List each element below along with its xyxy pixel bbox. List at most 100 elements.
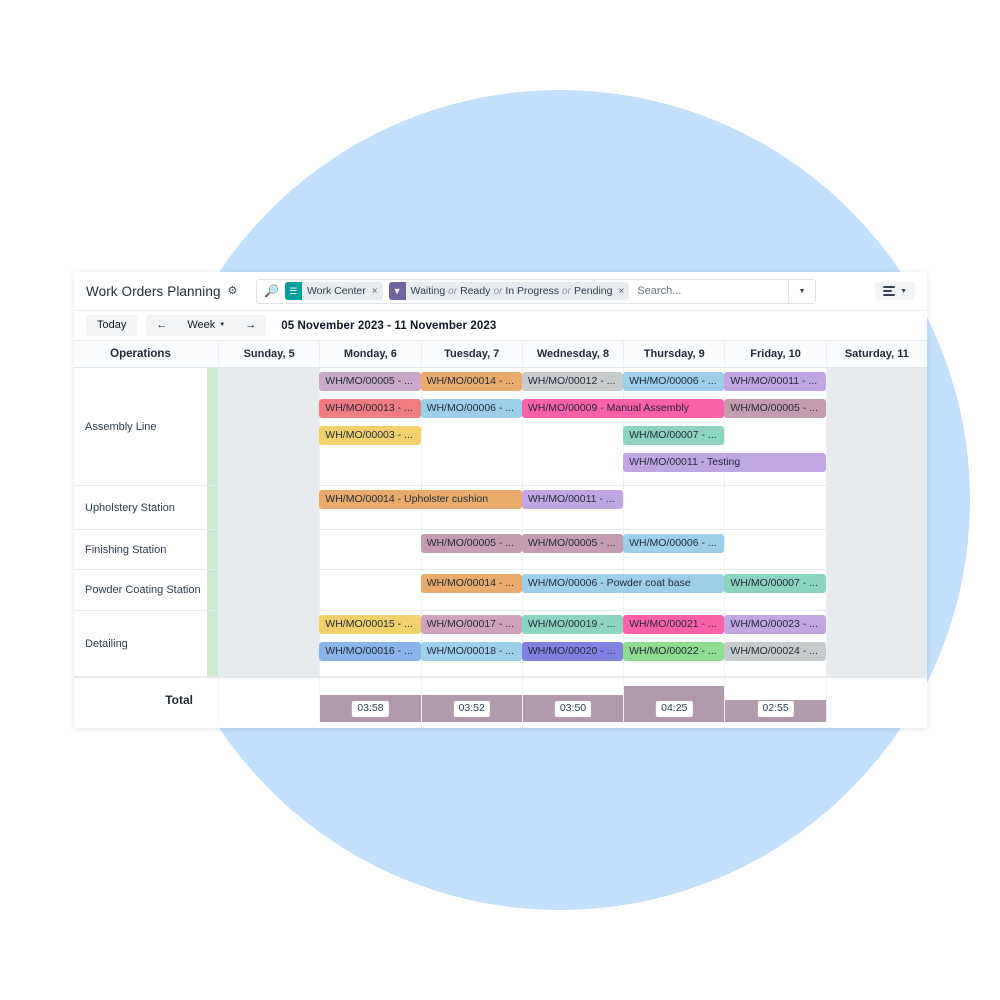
chevron-down-icon: ▼ bbox=[900, 287, 907, 295]
pills-layer: WH/MO/00015 - ...WH/MO/00017 - ...WH/MO/… bbox=[218, 611, 927, 676]
work-order-pill[interactable]: WH/MO/00009 - Manual Assembly bbox=[521, 399, 725, 418]
day-cell[interactable] bbox=[623, 486, 724, 529]
work-order-pill[interactable]: WH/MO/00020 - ... bbox=[521, 642, 624, 661]
row-group-indicator bbox=[207, 530, 218, 569]
day-cell[interactable] bbox=[218, 570, 320, 610]
work-order-pill[interactable]: WH/MO/00014 - ... bbox=[420, 574, 522, 593]
next-period-button[interactable]: → bbox=[245, 319, 257, 332]
day-cell[interactable] bbox=[724, 530, 825, 569]
day-header-4: Thursday, 9 bbox=[623, 341, 724, 367]
total-value: 03:52 bbox=[453, 701, 490, 717]
row-label-2[interactable]: Finishing Station bbox=[74, 530, 207, 569]
work-order-pill[interactable]: WH/MO/00006 - ... bbox=[623, 534, 725, 553]
work-order-pill[interactable]: WH/MO/00018 - ... bbox=[420, 642, 522, 661]
work-order-pill[interactable]: WH/MO/00011 - ... bbox=[521, 490, 624, 509]
day-cell[interactable] bbox=[825, 486, 927, 529]
work-order-pill[interactable]: WH/MO/00006 - ... bbox=[420, 399, 522, 418]
work-order-pill[interactable]: WH/MO/00019 - ... bbox=[521, 615, 624, 634]
total-cell: 04:25 bbox=[623, 678, 725, 722]
work-order-pill[interactable]: WH/MO/00013 - ... bbox=[319, 399, 421, 418]
pills-layer: WH/MO/00005 - ...WH/MO/00005 - ...WH/MO/… bbox=[218, 530, 927, 569]
close-icon[interactable]: × bbox=[371, 285, 378, 297]
search-facet-work-center[interactable]: ☰ Work Center × bbox=[284, 282, 383, 300]
day-cell[interactable] bbox=[825, 570, 927, 610]
previous-period-button[interactable]: ← bbox=[156, 319, 168, 332]
day-cell[interactable] bbox=[521, 368, 623, 485]
total-cell bbox=[218, 678, 319, 722]
day-cell[interactable] bbox=[218, 368, 320, 485]
row-group-indicator bbox=[207, 486, 218, 529]
scale-label: Week bbox=[187, 319, 216, 332]
scale-select[interactable]: Week ▼ bbox=[177, 315, 235, 335]
work-order-pill[interactable]: WH/MO/00023 - ... bbox=[724, 615, 826, 634]
search-facet-status[interactable]: ▼ Waiting or Ready or In Progress or Pen… bbox=[388, 282, 630, 300]
group-by-icon: ☰ bbox=[284, 282, 302, 300]
row-group-indicator bbox=[207, 368, 218, 485]
total-pill-spacer bbox=[207, 678, 218, 722]
row-label-0[interactable]: Assembly Line bbox=[74, 368, 207, 485]
day-cell[interactable] bbox=[825, 611, 927, 676]
work-order-pill[interactable]: WH/MO/00014 - Upholster cushion bbox=[319, 490, 522, 509]
day-header-2: Tuesday, 7 bbox=[420, 341, 522, 367]
day-cell[interactable] bbox=[420, 368, 522, 485]
work-order-pill[interactable]: WH/MO/00021 - ... bbox=[623, 615, 725, 634]
day-cell[interactable] bbox=[724, 368, 825, 485]
day-cell[interactable] bbox=[319, 530, 420, 569]
day-cell[interactable] bbox=[218, 486, 320, 529]
work-order-pill[interactable]: WH/MO/00015 - ... bbox=[319, 615, 421, 634]
work-order-pill[interactable]: WH/MO/00012 - ... bbox=[521, 372, 624, 391]
row-body: WH/MO/00005 - ...WH/MO/00014 - ...WH/MO/… bbox=[218, 368, 927, 485]
search-view[interactable]: 🔍 ☰ Work Center × ▼ Waiting or Ready bbox=[256, 278, 816, 304]
work-order-pill[interactable]: WH/MO/00005 - ... bbox=[420, 534, 522, 553]
total-cell bbox=[825, 678, 927, 722]
facet-part: Ready bbox=[460, 285, 491, 297]
work-order-pill[interactable]: WH/MO/00005 - ... bbox=[521, 534, 624, 553]
chevron-down-icon[interactable]: ▼ bbox=[788, 279, 815, 303]
total-value: 03:50 bbox=[554, 701, 592, 717]
pills-layer: WH/MO/00014 - ...WH/MO/00006 - Powder co… bbox=[218, 570, 927, 610]
date-range-label: 05 November 2023 - 11 November 2023 bbox=[281, 319, 497, 332]
search-input[interactable] bbox=[635, 284, 811, 298]
work-order-pill[interactable]: WH/MO/00007 - ... bbox=[623, 426, 725, 445]
work-order-pill[interactable]: WH/MO/00006 - ... bbox=[623, 372, 725, 391]
work-order-pill[interactable]: WH/MO/00016 - ... bbox=[319, 642, 421, 661]
work-order-pill[interactable]: WH/MO/00017 - ... bbox=[420, 615, 522, 634]
pills-layer: WH/MO/00005 - ...WH/MO/00014 - ...WH/MO/… bbox=[218, 368, 927, 485]
work-order-pill[interactable]: WH/MO/00022 - ... bbox=[623, 642, 725, 661]
work-order-pill[interactable]: WH/MO/00005 - ... bbox=[319, 372, 421, 391]
day-cell[interactable] bbox=[319, 570, 420, 610]
work-order-pill[interactable]: WH/MO/00006 - Powder coat base bbox=[521, 574, 725, 593]
work-order-pill[interactable]: WH/MO/00005 - ... bbox=[724, 399, 826, 418]
work-order-pill[interactable]: WH/MO/00024 - ... bbox=[724, 642, 826, 661]
breadcrumb: Work Orders Planning ⚙ bbox=[86, 284, 256, 299]
work-order-pill[interactable]: WH/MO/00003 - ... bbox=[319, 426, 421, 445]
day-cell[interactable] bbox=[218, 611, 320, 676]
close-icon[interactable]: × bbox=[618, 285, 625, 297]
row-label-3[interactable]: Powder Coating Station bbox=[74, 570, 207, 610]
row-label-4[interactable]: Detailing bbox=[74, 611, 207, 676]
work-order-pill[interactable]: WH/MO/00007 - ... bbox=[724, 574, 826, 593]
gantt-view-icon bbox=[883, 286, 896, 296]
facet-or: or bbox=[562, 285, 571, 297]
view-switcher-button[interactable]: ▼ bbox=[875, 282, 915, 300]
work-order-pill[interactable]: WH/MO/00011 - Testing bbox=[623, 453, 826, 472]
today-button[interactable]: Today bbox=[86, 315, 138, 336]
day-header-5: Friday, 10 bbox=[724, 341, 825, 367]
facet-or: or bbox=[493, 285, 503, 297]
total-cell: 02:55 bbox=[724, 678, 826, 722]
row-body: WH/MO/00015 - ...WH/MO/00017 - ...WH/MO/… bbox=[218, 611, 927, 676]
day-cell[interactable] bbox=[218, 530, 320, 569]
day-cell[interactable] bbox=[724, 486, 825, 529]
day-cell[interactable] bbox=[825, 530, 927, 569]
day-cell[interactable] bbox=[825, 368, 927, 485]
row-label-1[interactable]: Upholstery Station bbox=[74, 486, 207, 529]
work-order-pill[interactable]: WH/MO/00014 - ... bbox=[420, 372, 522, 391]
total-cell: 03:50 bbox=[521, 678, 624, 722]
work-order-pill[interactable]: WH/MO/00011 - ... bbox=[724, 372, 826, 391]
gear-icon[interactable]: ⚙ bbox=[227, 284, 238, 297]
page-title: Work Orders Planning bbox=[86, 283, 221, 299]
